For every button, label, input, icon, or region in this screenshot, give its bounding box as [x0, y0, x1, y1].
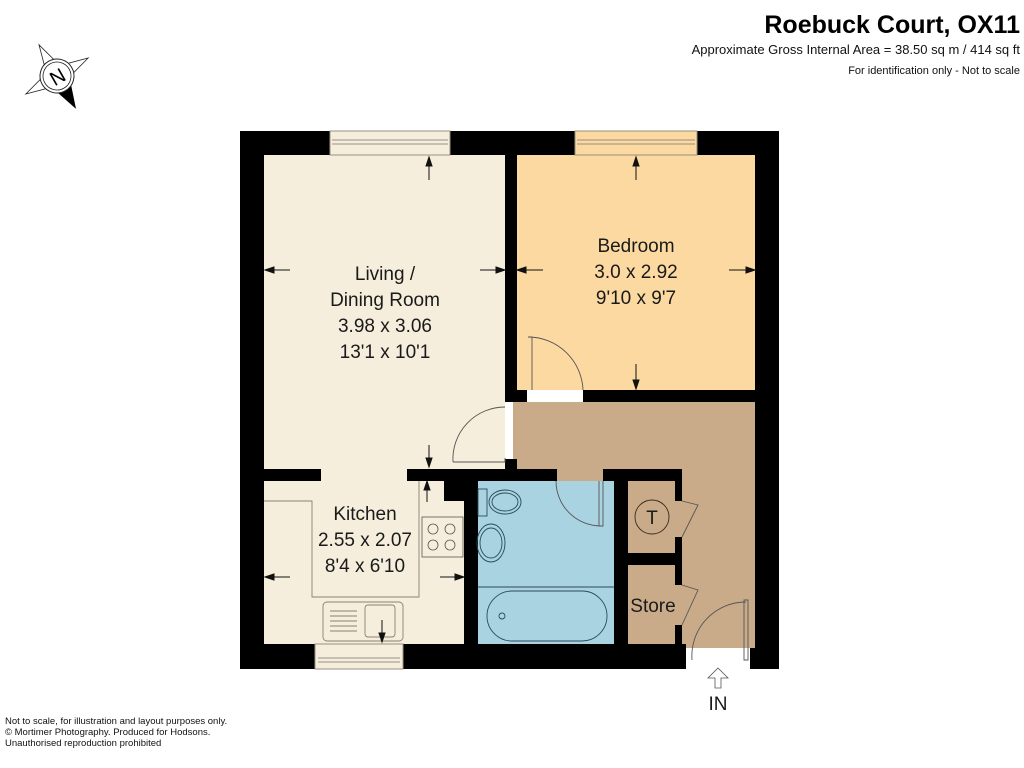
living-room-metric: 3.98 x 3.06 [338, 316, 432, 337]
footer-disclaimer: Not to scale, for illustration and layou… [5, 716, 227, 749]
walls [240, 131, 779, 669]
bedroom-imperial: 9'10 x 9'7 [596, 288, 676, 309]
footer-line-2: © Mortimer Photography. Produced for Hod… [5, 727, 211, 738]
entrance-label: IN [709, 694, 728, 715]
entrance-arrow-icon [707, 667, 729, 689]
living-room-label-2: Dining Room [330, 290, 440, 311]
window-bedroom [574, 130, 698, 156]
door-bedroom[interactable] [527, 336, 584, 391]
door-cupboard[interactable] [681, 500, 699, 538]
entrance-door[interactable] [691, 599, 749, 661]
footer-line-1: Not to scale, for illustration and layou… [5, 716, 228, 727]
gross-area: Approximate Gross Internal Area = 38.50 … [691, 42, 1020, 57]
identification-note: For identification only - Not to scale [848, 65, 1020, 77]
property-title: Roebuck Court, OX11 [764, 11, 1020, 39]
bedroom-label: Bedroom [597, 236, 674, 257]
bathroom-fixtures [476, 488, 614, 642]
store-label: Store [630, 596, 675, 617]
boiler-tank-icon [634, 499, 670, 535]
bedroom-metric: 3.0 x 2.92 [594, 262, 677, 283]
header: Roebuck Court, OX11 Approximate Gross In… [692, 10, 1020, 78]
living-room-floor [264, 155, 505, 470]
dimension-arrows [263, 155, 757, 644]
door-bathroom[interactable] [555, 480, 604, 527]
north-compass-icon [24, 43, 90, 109]
door-living[interactable] [452, 406, 506, 463]
hob-icon [421, 516, 464, 558]
footer-line-3: Unauthorised reproduction prohibited [5, 738, 162, 749]
bathroom-floor [478, 481, 614, 644]
kitchen-imperial: 8'4 x 6'10 [325, 556, 405, 577]
window-kitchen [314, 643, 404, 670]
living-room-label-1: Living / [355, 264, 416, 285]
bedroom-floor [517, 155, 755, 390]
window-living [329, 130, 451, 156]
cupboard-label: T [646, 508, 658, 529]
door-store[interactable] [681, 584, 699, 626]
kitchen-metric: 2.55 x 2.07 [318, 530, 412, 551]
living-room-imperial: 13'1 x 10'1 [340, 342, 431, 363]
kitchen-label: Kitchen [333, 504, 396, 525]
